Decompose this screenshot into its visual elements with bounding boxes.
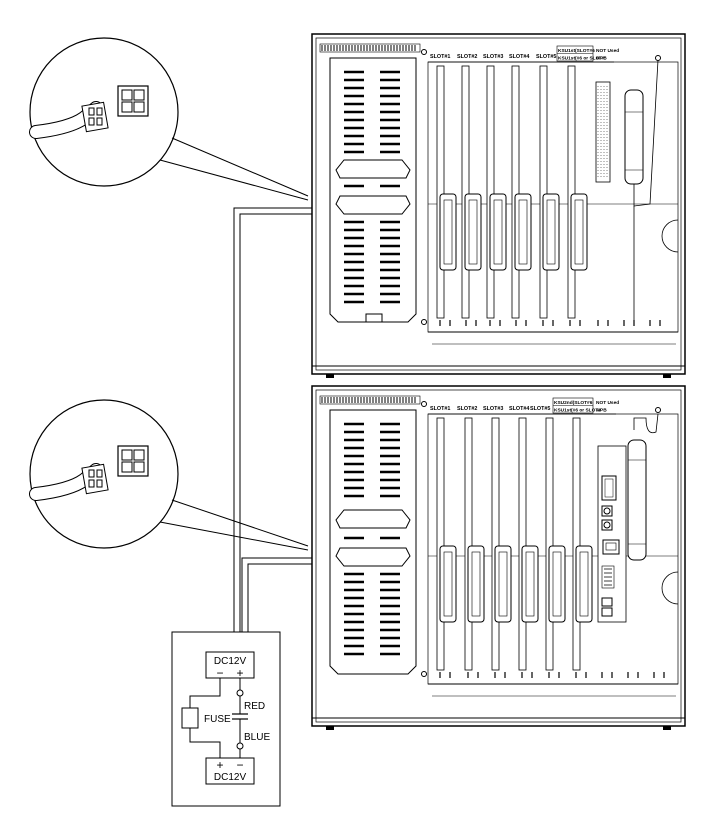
- lower-slot-label-5: SLOT#5: [530, 406, 550, 412]
- red-wire-label: RED: [244, 701, 265, 712]
- battery-bottom-minus: −: [236, 758, 243, 772]
- battery-fuse-box: DC12V − + + − DC12V FUSE RED BLUE: [171, 631, 281, 807]
- lower-header-left-bottom: KSU1st(#6 or SLOT#: [554, 408, 601, 414]
- lower-slot-card-1: [436, 417, 457, 671]
- upper-slot-card-6: [567, 65, 588, 319]
- lower-header-right-bottom: MPB: [596, 408, 607, 414]
- lower-front-cover: [329, 409, 417, 675]
- upper-slot-label-4: SLOT#4: [509, 54, 529, 60]
- lower-top-vent: [319, 395, 421, 405]
- upper-battery: [624, 55, 661, 320]
- upper-slot-card-5: [539, 65, 560, 319]
- upper-slot-card-3: [486, 65, 507, 319]
- lower-slot-label-1: SLOT#1: [430, 406, 450, 412]
- upper-slot-card-4: [511, 65, 532, 319]
- battery-bottom-plus: +: [216, 758, 223, 772]
- upper-header-right-bottom: MPB: [596, 56, 607, 62]
- battery-bottom-label: DC12V: [214, 772, 247, 783]
- blue-wire-label: BLUE: [244, 732, 270, 743]
- lower-slot-label-2: SLOT#2: [457, 406, 477, 412]
- lower-slot-card-2: [464, 417, 485, 671]
- lower-battery: [627, 407, 661, 561]
- battery-top-plus: +: [236, 666, 243, 680]
- fuse-label: FUSE: [204, 714, 231, 725]
- lower-slot-card-3: [491, 417, 512, 671]
- lower-mpb-board: [597, 445, 627, 623]
- lower-slot-card-5: [545, 417, 566, 671]
- lower-cabinet: SLOT#1 SLOT#2 SLOT#3 SLOT#4 SLOT#5 KSU2n…: [311, 385, 686, 730]
- connector-detail-upper: [29, 37, 309, 201]
- upper-slot-label-5: SLOT#5: [536, 54, 556, 60]
- lower-slot-card-6: [572, 417, 593, 671]
- upper-slot-label-2: SLOT#2: [457, 54, 477, 60]
- lower-slot-label-3: SLOT#3: [483, 406, 503, 412]
- lower-slot-card-4: [518, 417, 539, 671]
- upper-header-left-bottom: KSU1st(#6 or SLOT#: [558, 56, 605, 62]
- upper-slot-label-3: SLOT#3: [483, 54, 503, 60]
- lower-header-left-top: KSU2nd(SLOT#6: [554, 400, 593, 406]
- upper-slot-card-1: [436, 65, 457, 319]
- upper-header-left-top: KSU1st(SLOT#6: [558, 48, 595, 54]
- power-cables: [233, 207, 312, 632]
- upper-slot-label-1: SLOT#1: [430, 54, 450, 60]
- connector-detail-lower: [29, 399, 309, 551]
- upper-header-right-top: NOT Used: [596, 48, 619, 54]
- battery-top-minus: −: [216, 666, 223, 680]
- lower-slot-label-4: SLOT#4: [509, 406, 529, 412]
- upper-front-cover: [329, 57, 417, 323]
- lower-header-right-top: NOT Used: [596, 400, 619, 406]
- upper-cabinet: SLOT#1 SLOT#2 SLOT#3 SLOT#4 SLOT#5 KSU1s…: [311, 33, 686, 378]
- upper-top-vent: [319, 43, 421, 53]
- upper-slot-card-2: [461, 65, 482, 319]
- battery-top-label: DC12V: [214, 656, 247, 667]
